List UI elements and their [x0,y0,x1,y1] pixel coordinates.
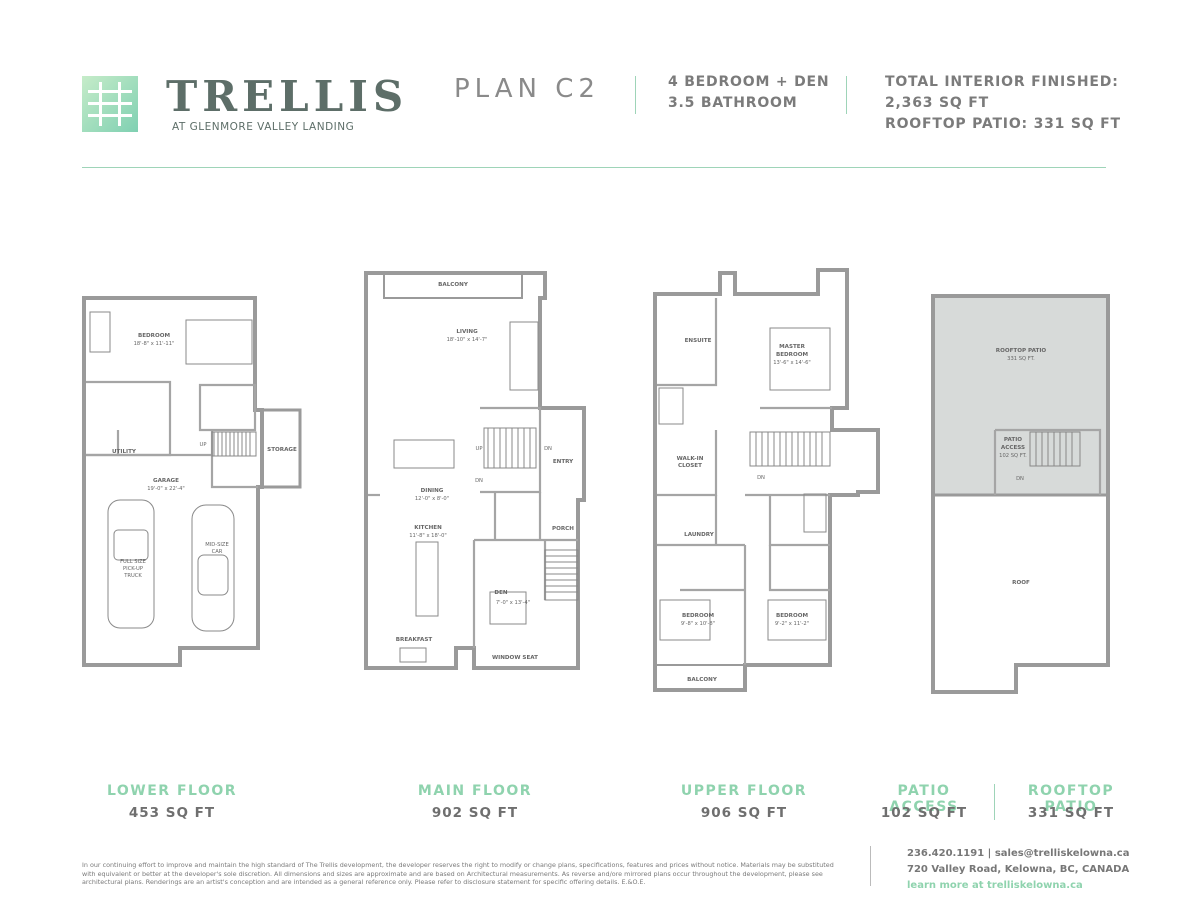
room-label: LIVING [456,329,478,335]
dining-table [393,439,455,469]
stair-label: DN [757,475,765,481]
pickup-truck-icon [107,499,155,629]
stair-label: DN [544,446,552,452]
room-dims: 11'-8" x 18'-0" [409,533,447,539]
sofa [509,321,539,391]
disclaimer: In our continuing effort to improve and … [82,861,834,886]
bathtub [803,493,827,533]
car-icon [191,504,235,632]
room-label: BEDROOM [138,333,171,339]
den-desk [489,591,527,625]
vehicle-label: FULL SIZE [120,559,146,565]
floor-size-lower: 453 SQ FT [128,805,216,821]
floor-label-upper: UPPER FLOOR [680,783,808,799]
rooftop-value: ROOFTOP PATIO: 331 SQ FT [885,116,1121,132]
room-label: BALCONY [438,282,469,288]
vehicle-label: PICK-UP [123,566,143,572]
room-label: ROOF [1012,580,1030,586]
header-divider [846,76,847,114]
kitchen-island [415,541,439,617]
room-label: PATIO [1004,437,1022,443]
rooftop-plan [931,294,1110,694]
floor-size-upper: 906 SQ FT [700,805,788,821]
room-label: ROOFTOP PATIO [996,348,1047,354]
room-dims: 18'-10" x 14'-7" [447,337,488,343]
plan-rooms: 4 BEDROOM + DEN 3.5 BATHROOM [668,72,829,114]
room-label: LAUNDRY [684,532,715,538]
room-label: WALK-IN [677,456,704,462]
bed [659,599,711,641]
room-dims: 9'-8" x 10'-8" [681,621,715,627]
trellis-grid-icon [82,76,138,132]
room-dims: 19'-0" x 22'-4" [147,486,185,492]
room-label: ACCESS [1001,445,1025,451]
room-label: CLOSET [678,463,702,469]
floor-divider [994,784,995,820]
room-label: BALCONY [687,677,718,683]
plan-bedrooms: 4 BEDROOM + DEN [668,74,830,90]
room-label: BEDROOM [682,613,715,619]
contact-address: 720 Valley Road, Kelowna, BC, CANADA [907,864,1130,875]
floor-label-lower: LOWER FLOOR [106,783,238,799]
room-label: PORCH [552,526,574,532]
room-label: UTILITY [112,449,137,455]
room-label: KITCHEN [414,525,442,531]
footer-divider [870,846,871,886]
room-label: MASTER [779,344,806,350]
vehicle-label: MID-SIZE [205,542,229,548]
room-dims: 7'-0" x 13'-4" [496,600,530,606]
plan-name: PLAN C2 [454,74,600,104]
stair-label: DN [475,478,483,484]
interior-label: TOTAL INTERIOR FINISHED: [885,74,1119,90]
room-dims: 331 SQ FT. [1007,356,1035,362]
room-label: BEDROOM [776,613,809,619]
learn-more-link[interactable]: learn more at trelliskelowna.ca [907,880,1083,891]
bed [185,319,253,365]
floor-label-main: MAIN FLOOR [417,783,533,799]
room-dims: 18'-8" x 11'-11" [134,341,175,347]
stairs [211,427,1081,601]
room-label: GARAGE [153,478,179,484]
brand-subtitle: AT GLENMORE VALLEY LANDING [172,121,355,133]
header-rule [82,167,1106,168]
floor-size-patio-access: 102 SQ FT [880,805,968,821]
rooftop-patio-area [935,298,1106,495]
room-label: DINING [421,488,444,494]
room-label: DEN [494,590,507,596]
header-divider [635,76,636,114]
plan-areas: TOTAL INTERIOR FINISHED: 2,363 SQ FT ROO… [885,72,1121,135]
floor-size-main: 902 SQ FT [431,805,519,821]
brand-title: TRELLIS [166,72,409,121]
room-label: WINDOW SEAT [492,655,538,661]
floor-size-rooftop: 331 SQ FT [1027,805,1115,821]
stair-label: DN [1016,476,1024,482]
room-dims: 12'-0" x 8'-0" [415,496,449,502]
room-dims: 102 SQ FT. [999,453,1027,459]
room-label: ENTRY [553,459,574,465]
stair-label: UP [476,446,483,452]
room-label: ENSUITE [685,338,712,344]
room-dims: 9'-2" x 11'-2" [775,621,809,627]
stair-label: UP [200,442,207,448]
floor-label-rooftop: ROOFTOP PATIO [1027,783,1115,815]
room-label: STORAGE [267,447,297,453]
room-dims: 13'-6" x 14'-6" [773,360,811,366]
contact-block: 236.420.1191 | sales@trelliskelowna.ca 7… [907,846,1129,894]
plan-bathrooms: 3.5 BATHROOM [668,95,798,111]
contact-phone[interactable]: 236.420.1191 [907,848,985,859]
floor-label-patio-access: PATIO ACCESS [889,783,959,815]
master-bed [769,327,831,391]
contact-email[interactable]: sales@trelliskelowna.ca [994,848,1130,859]
vehicle-label: TRUCK [123,573,142,579]
upper-floor-plan [653,268,880,692]
vehicle-label: CAR [212,549,223,555]
interior-value: 2,363 SQ FT [885,95,989,111]
bed [767,599,827,641]
room-label: BREAKFAST [396,637,433,643]
room-label: BEDROOM [776,352,809,358]
main-floor-plan [364,271,586,670]
